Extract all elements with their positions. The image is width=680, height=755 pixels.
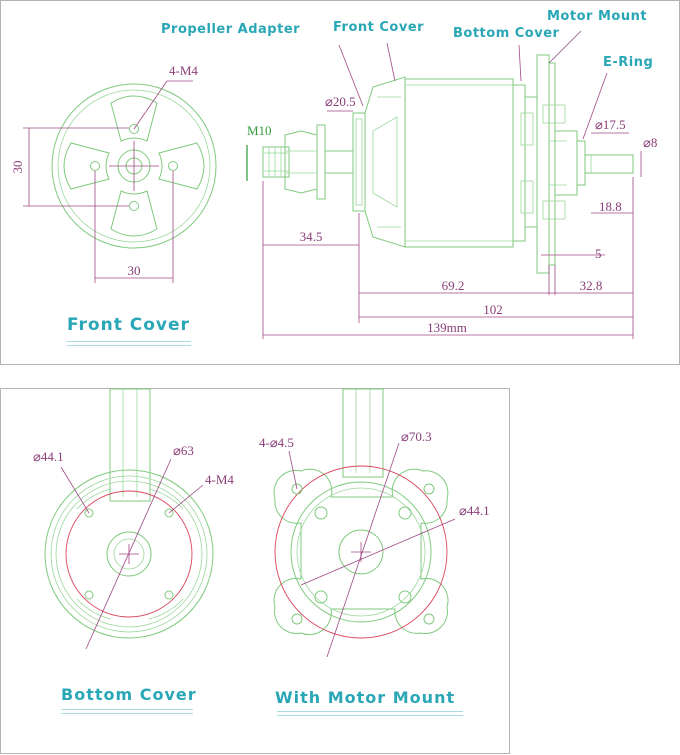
adapter-collar [324, 150, 354, 174]
mount-tube [342, 388, 384, 478]
mount-hub [338, 529, 384, 575]
mount-outer-circle [274, 465, 448, 639]
bottom-hole-3 [84, 590, 94, 600]
callout-e-ring: E-Ring [603, 55, 654, 70]
e-ring-side [576, 140, 586, 186]
mount-thickness-label: 5 [595, 246, 602, 261]
top-drawing-svg: 4-M4 30 30 [10, 30, 657, 339]
front-cover-view: 4-M4 30 30 [10, 63, 217, 283]
front-outer-ring [57, 89, 211, 243]
bottom-hole-1 [84, 508, 94, 518]
section-title-front-cover: Front Cover [67, 315, 190, 335]
motor-side-view: ⌀20.5 ⌀17.5 ⌀8 M10 18.8 34.5 5 [246, 30, 657, 339]
bottom-cover-view: ⌀44.1 ⌀63 4-M4 [33, 388, 234, 650]
front-cover-underline [67, 341, 191, 346]
bottom-cover-step [525, 96, 538, 228]
motor-mount-flange [548, 62, 556, 266]
eccentric-dia-label: ⌀17.5 [595, 117, 626, 132]
prop-washer [316, 124, 326, 200]
motor-mount-view: 4-⌀4.5 ⌀70.3 ⌀44.1 [259, 388, 490, 658]
bottom-holes-label: 4-M4 [205, 472, 234, 487]
threaded-shaft [262, 146, 290, 178]
front-hole-top [129, 124, 139, 134]
front-cutout-bottom [110, 190, 158, 237]
mount-inner-hole-2 [398, 506, 412, 520]
callout-front-cover: Front Cover [333, 20, 425, 35]
mount-inner-hole-3 [314, 590, 328, 604]
front-cutout-left [63, 142, 110, 190]
rear-shaft [584, 154, 634, 174]
bottom-outer-circle [44, 469, 214, 639]
bottom-cover-underline [61, 709, 193, 714]
callout-bottom-cover: Bottom Cover [453, 26, 560, 41]
section-title-bottom-cover: Bottom Cover [61, 685, 197, 704]
motor-mount-plate [536, 54, 550, 274]
front-horizontal-dim: 30 [128, 263, 141, 278]
mount-plate-outline [273, 468, 449, 636]
bottom-mount-tube [109, 388, 151, 502]
mount-outer-dia-label: ⌀70.3 [401, 429, 432, 444]
bottom-pcd-circle [65, 490, 193, 618]
front-hole-bottom [129, 201, 139, 211]
thread-label: M10 [247, 123, 272, 138]
mount-hole-3 [291, 613, 303, 625]
mount-hole-2 [423, 483, 435, 495]
bottom-outer-dia-label: ⌀63 [173, 443, 194, 458]
top-drawing-panel: 4-M4 30 30 [0, 0, 680, 365]
section-title-with-motor-mount: With Motor Mount [275, 688, 456, 707]
mount-inner-hole-4 [398, 590, 412, 604]
callout-propeller-adapter: Propeller Adapter [161, 22, 301, 37]
front-cutout-top [110, 95, 158, 142]
callout-motor-mount: Motor Mount [547, 9, 648, 24]
bottom-hub [106, 531, 152, 577]
mount-hole-4 [423, 613, 435, 625]
bottom-drawing-panel: ⌀44.1 ⌀63 4-M4 [0, 388, 510, 754]
rear-len-label: 32.8 [580, 278, 603, 293]
prop-nut [284, 130, 318, 194]
front-cover-side [364, 76, 406, 248]
front-outer-circle [51, 83, 217, 249]
bottom-cover-side [512, 84, 526, 242]
front-hole-right [168, 161, 178, 171]
body-len-label: 69.2 [442, 278, 465, 293]
mount-pcd-dia-label: ⌀44.1 [459, 503, 490, 518]
shaft-len-label: 18.8 [599, 199, 622, 214]
shaft-dia-label: ⌀8 [643, 135, 657, 150]
front-cutout-right [158, 142, 205, 190]
bottom-hole-2 [164, 508, 174, 518]
bottom-drawing-svg: ⌀44.1 ⌀63 4-M4 [33, 388, 490, 658]
front-holes-label: 4-M4 [169, 63, 198, 78]
mount-inner-hole-1 [314, 506, 328, 520]
propeller-adapter [352, 112, 366, 212]
adapter-dia-label: ⌀20.5 [325, 94, 356, 109]
mount-hole-1 [291, 483, 303, 495]
bottom-inner-dia-label: ⌀44.1 [33, 449, 64, 464]
mid-len-label: 102 [483, 302, 503, 317]
adapter-len-label: 34.5 [300, 229, 323, 244]
bottom-hole-4 [164, 590, 174, 600]
front-hole-left [90, 161, 100, 171]
front-vertical-dim: 30 [10, 161, 25, 174]
motor-mount-underline [277, 711, 463, 716]
mount-holes-label: 4-⌀4.5 [259, 435, 294, 450]
motor-can [404, 78, 514, 248]
total-len-label: 139mm [427, 320, 467, 335]
